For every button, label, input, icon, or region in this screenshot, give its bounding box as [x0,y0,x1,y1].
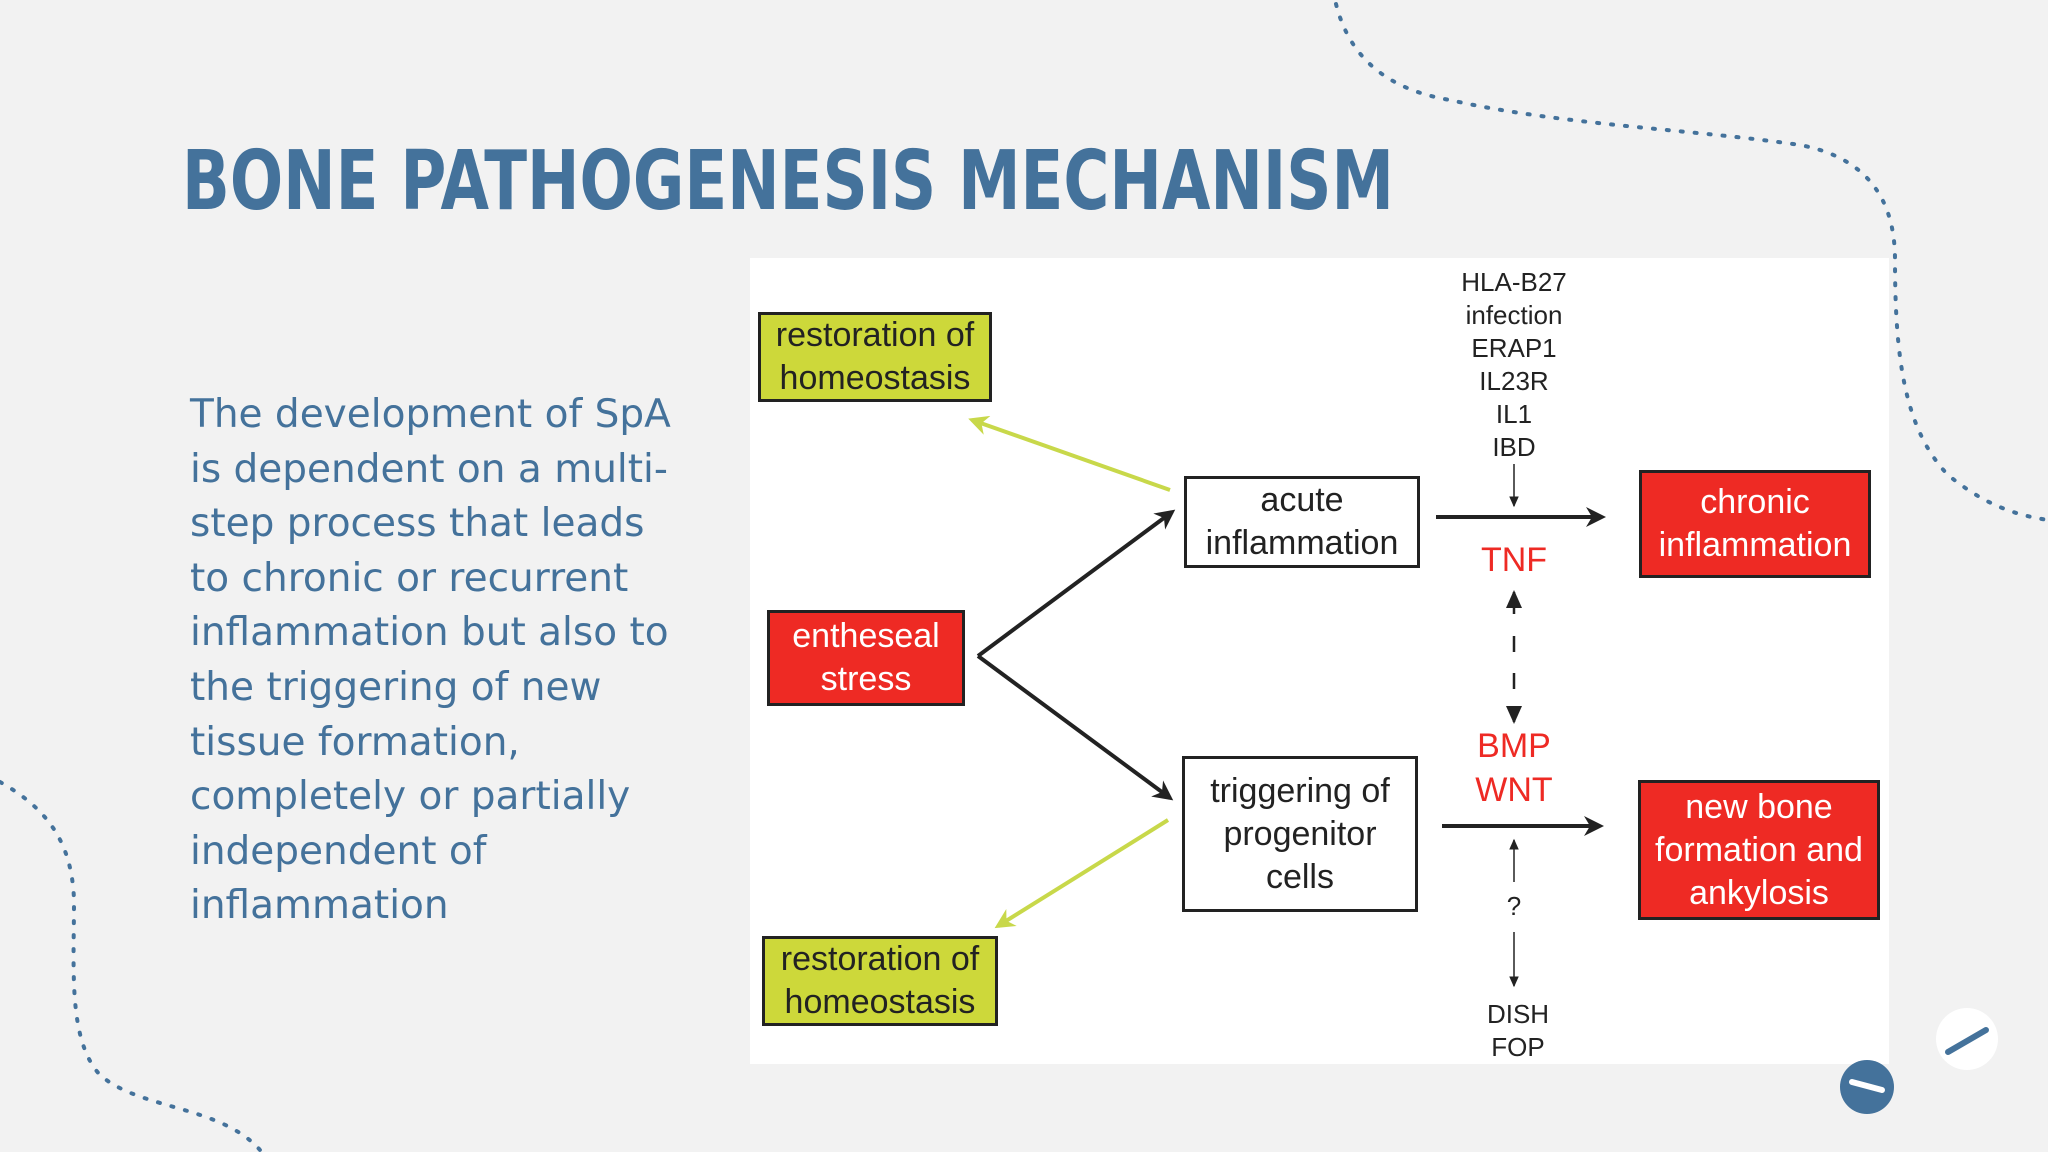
slide-body-text: The development of SpA is dependent on a… [190,392,671,929]
mediator-bmp-wnt: BMP WNT [1475,727,1553,809]
genetic-factors-list: HLA-B27 infection ERAP1 IL23R IL1 IBD [1461,267,1567,462]
disorder-list: DISH FOP [1486,999,1550,1062]
box-chronic-inflammation: chronic inflammation [1639,470,1871,578]
slash-circle-icon [1945,1027,1989,1055]
box-acute-inflammation: acute inflammation [1184,476,1420,568]
box-enthesal-stress: entheseal stress [767,610,965,706]
diagram-arrows [968,415,1606,988]
question-mark-label: ? [1506,891,1522,921]
arrow-acute-to-restoration [968,415,1171,492]
prev-slide-button[interactable] [1840,1060,1894,1114]
next-slide-button[interactable] [1936,1008,1998,1070]
bottom-left-dotted-curve [0,780,262,1152]
box-restoration-bottom: restoration of homeostasis [762,936,998,1026]
pathogenesis-diagram: restoration of homeostasis entheseal str… [750,258,1889,1064]
top-right-dotted-curve [1334,2,2048,522]
box-restoration-top: restoration of homeostasis [758,312,992,402]
arrow-stress-to-progenitor [976,654,1174,801]
mediator-tnf: TNF [1480,541,1548,579]
slide-title: BONE PATHOGENESIS MECHANISM [182,134,1394,229]
arrow-stress-to-acute [976,509,1176,658]
arrow-progenitor-to-restoration [994,818,1170,929]
box-new-bone-formation: new bone formation and ankylosis [1638,780,1880,920]
minus-circle-icon [1849,1079,1885,1093]
box-triggering-progenitor: triggering of progenitor cells [1182,756,1418,912]
